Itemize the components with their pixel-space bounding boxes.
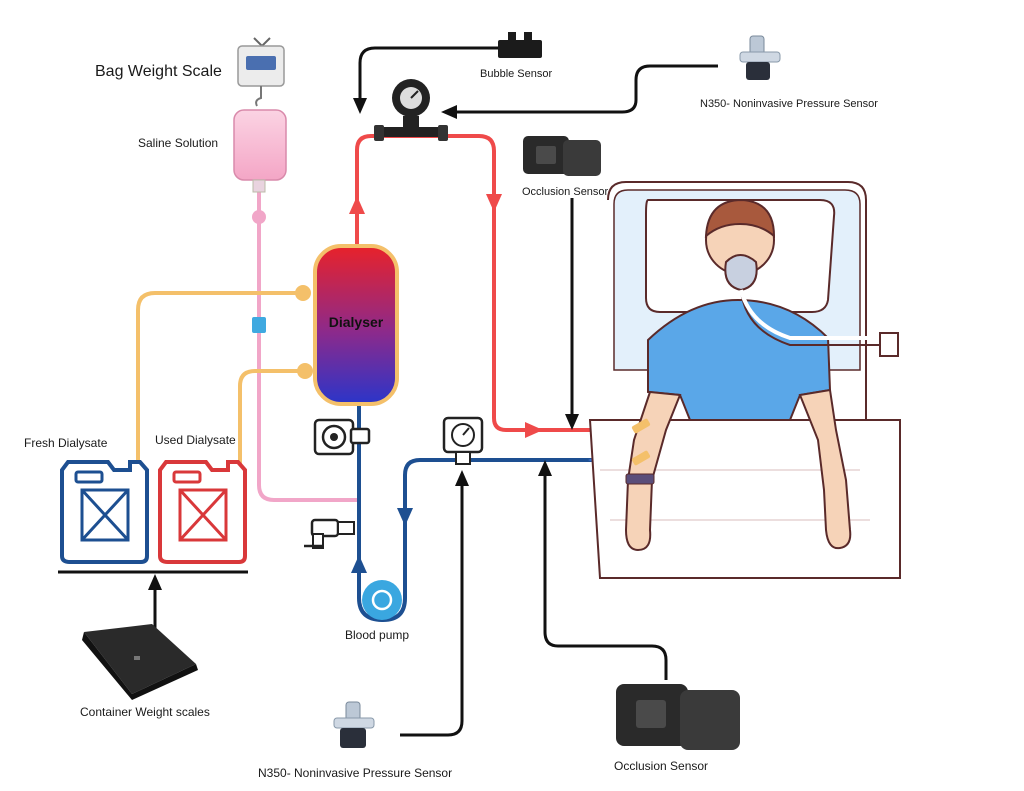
dialyser-icon <box>295 244 399 406</box>
bubble-sensor-signal-line <box>358 46 498 100</box>
pressure-gauge-icon <box>442 416 484 465</box>
blood-pump-label: Blood pump <box>345 628 409 642</box>
used-dialysate-line <box>238 369 303 468</box>
bag-weight-scale-label: Bag Weight Scale <box>95 63 222 80</box>
roller-pump-icon <box>362 580 402 620</box>
pressure-transducer-icon <box>333 701 375 748</box>
occlusion-sensor-bottom-signal-line <box>543 474 668 680</box>
pressure-sensor-bottom-signal-line <box>400 485 464 737</box>
saline-clamp <box>252 317 266 333</box>
bubble-sensor-label: Bubble Sensor <box>480 68 552 80</box>
occlusion-sensor-bottom-label: Occlusion Sensor <box>614 759 708 773</box>
pressure-sensor-top-signal-arrow <box>441 105 457 119</box>
occlusion-clamp-icon <box>616 684 740 750</box>
dialyser-label: Dialyser <box>329 314 384 330</box>
pressure-sensor-top-label: N350- Noninvasive Pressure Sensor <box>700 98 878 110</box>
container-weight-scales-label: Container Weight scales <box>80 705 210 719</box>
pressure-sensor-bottom-signal-arrow <box>455 470 469 486</box>
bubble-sensor-icon <box>498 32 542 58</box>
occlusion-sensor-bottom-signal-arrow <box>538 460 552 476</box>
dialysate-pump-icon <box>313 418 371 456</box>
iv-bag-icon <box>233 109 287 193</box>
venous-arrow-down <box>397 508 413 526</box>
saline-drip-chamber <box>252 210 266 224</box>
venous-arrow-up <box>351 555 367 573</box>
used-dialysate-container <box>158 460 247 564</box>
saline-line <box>257 190 361 520</box>
pressure-sensor-bottom-label: N350- Noninvasive Pressure Sensor <box>258 766 452 780</box>
bubble-sensor-signal-arrow <box>353 98 367 114</box>
pressure-gauge-icon <box>374 79 448 141</box>
hanging-scale-icon <box>237 37 285 107</box>
venous-line <box>357 400 640 623</box>
fresh-dialysate-line <box>136 291 301 468</box>
fresh-dialysate-label: Fresh Dialysate <box>24 436 108 450</box>
heparin-valve-icon <box>304 518 355 549</box>
arterial-arrow-down <box>486 194 502 212</box>
container-scale-signal-arrow <box>148 574 162 590</box>
used-dialysate-label: Used Dialysate <box>155 433 236 447</box>
pressure-sensor-top-signal-line <box>455 64 718 114</box>
fresh-dialysate-container <box>60 460 149 564</box>
patient-in-bed-icon <box>588 181 901 579</box>
saline-solution-label: Saline Solution <box>138 136 218 150</box>
arterial-line <box>355 134 640 432</box>
pressure-transducer-icon <box>739 35 781 80</box>
occlusion-sensor-top-label: Occlusion Sensor <box>522 186 609 198</box>
arterial-arrow-right <box>525 422 543 438</box>
occlusion-clamp-icon <box>523 136 601 176</box>
occlusion-sensor-top-signal-arrow <box>565 414 579 430</box>
weighing-plate-icon <box>82 624 198 700</box>
arterial-arrow-up <box>349 196 365 214</box>
